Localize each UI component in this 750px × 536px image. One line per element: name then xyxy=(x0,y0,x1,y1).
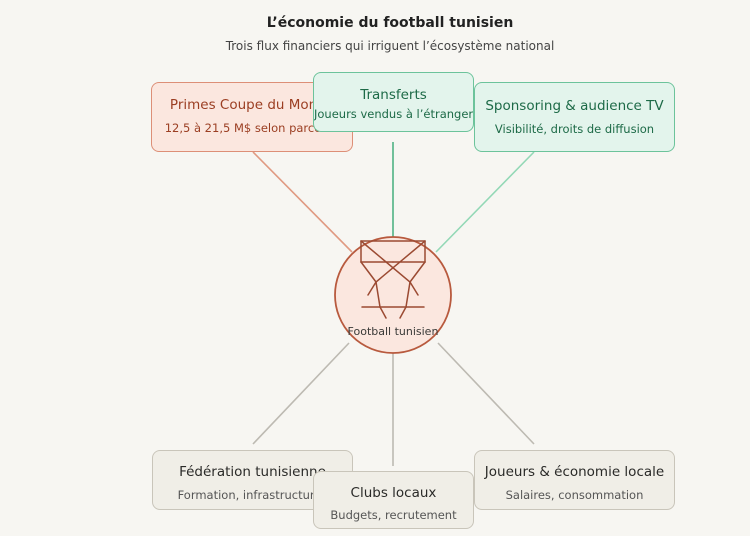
inflow-title: Transferts xyxy=(360,87,427,103)
connector-sponsoring xyxy=(435,151,535,253)
inflow-title: Sponsoring & audience TV xyxy=(485,98,664,114)
hub-label: Football tunisien xyxy=(347,325,439,338)
connector-federation xyxy=(252,342,350,445)
outflow-subtitle: Budgets, recrutement xyxy=(330,508,457,522)
diagram-subtitle: Trois flux financiers qui irriguent l’éc… xyxy=(225,39,555,53)
connector-joueurs xyxy=(437,342,535,445)
inflow-box-transferts: Transferts Joueurs vendus à l’étranger xyxy=(313,72,474,132)
outflow-box-joueurs: Joueurs & économie locale Salaires, cons… xyxy=(474,450,675,510)
outflow-title: Fédération tunisienne xyxy=(179,464,326,480)
outflow-title: Joueurs & économie locale xyxy=(484,464,665,480)
outflow-box-clubs: Clubs locaux Budgets, recrutement xyxy=(313,471,474,529)
inflow-subtitle: Joueurs vendus à l’étranger xyxy=(314,107,474,121)
outflow-subtitle: Formation, infrastructures xyxy=(177,488,328,502)
diagram-title: L’économie du football tunisien xyxy=(266,15,514,31)
outflow-subtitle: Salaires, consommation xyxy=(505,488,644,502)
inflow-subtitle: Visibilité, droits de diffusion xyxy=(494,122,655,136)
inflow-subtitle: 12,5 à 21,5 M$ selon parcours xyxy=(164,121,340,135)
connector-primes xyxy=(252,151,353,253)
inflow-box-sponsoring: Sponsoring & audience TV Visibilité, dro… xyxy=(474,82,675,152)
football-player-icon xyxy=(360,240,426,319)
inflow-title: Primes Coupe du Monde xyxy=(169,97,335,113)
outflow-title: Clubs locaux xyxy=(350,485,437,501)
